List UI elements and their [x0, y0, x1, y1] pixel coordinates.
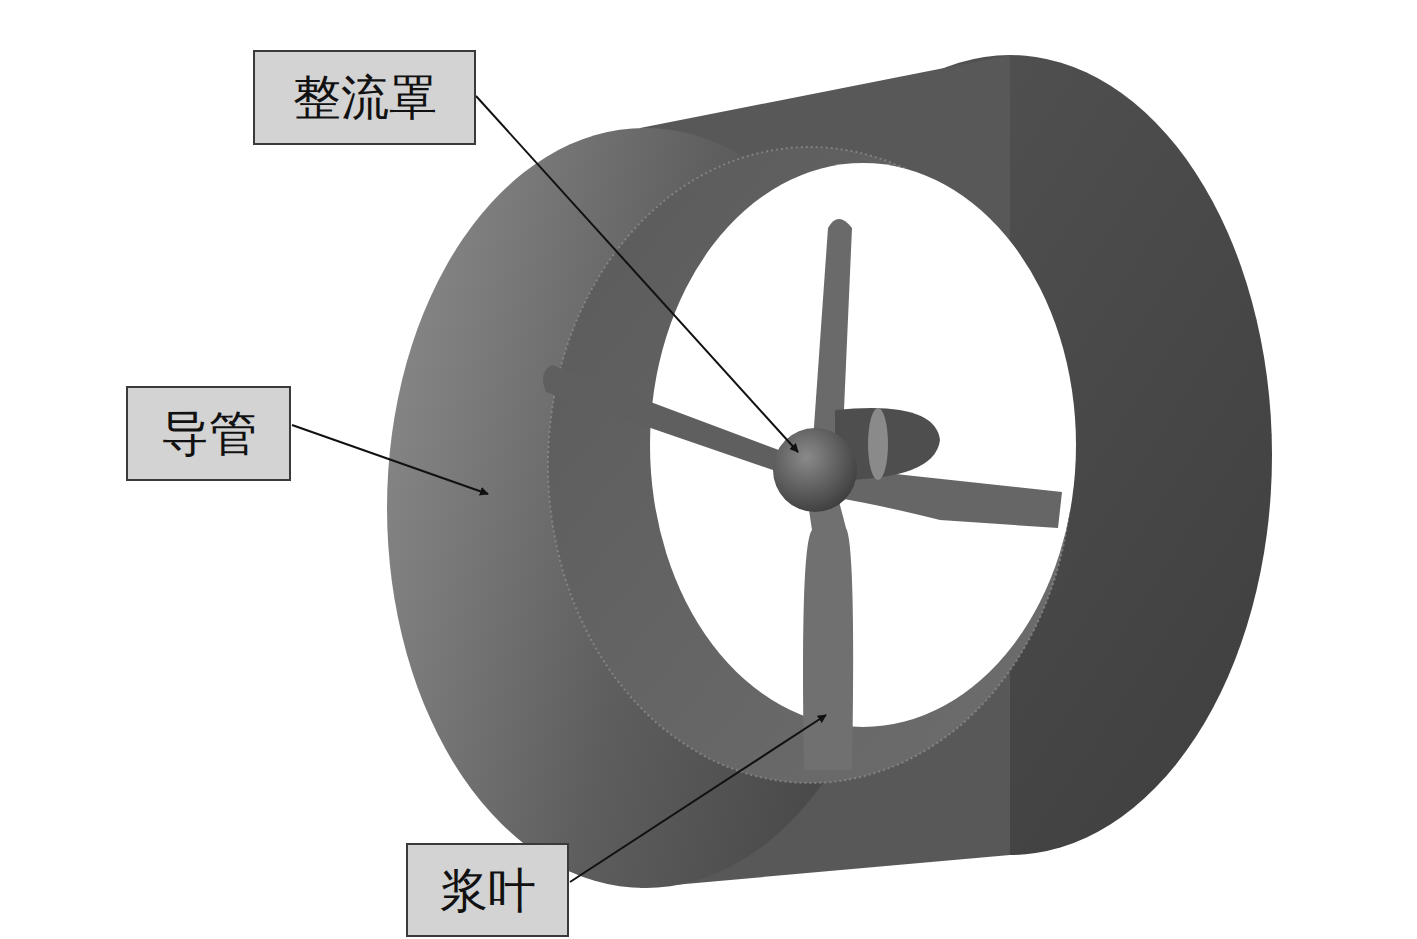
- part-label: 导管: [161, 407, 257, 460]
- leader-line: [570, 715, 826, 882]
- callout-box: 整流罩: [253, 50, 476, 145]
- part-label: 浆叶: [440, 864, 536, 917]
- fairing-sphere: [773, 428, 857, 512]
- leader-line: [476, 96, 798, 452]
- hub-ring: [868, 408, 888, 480]
- part-label: 整流罩: [293, 71, 437, 124]
- callout-box: 浆叶: [406, 843, 569, 937]
- propeller-blade: [543, 365, 800, 478]
- callout-box: 导管: [126, 386, 291, 481]
- leader-line: [292, 425, 488, 494]
- propeller-blade: [803, 490, 853, 770]
